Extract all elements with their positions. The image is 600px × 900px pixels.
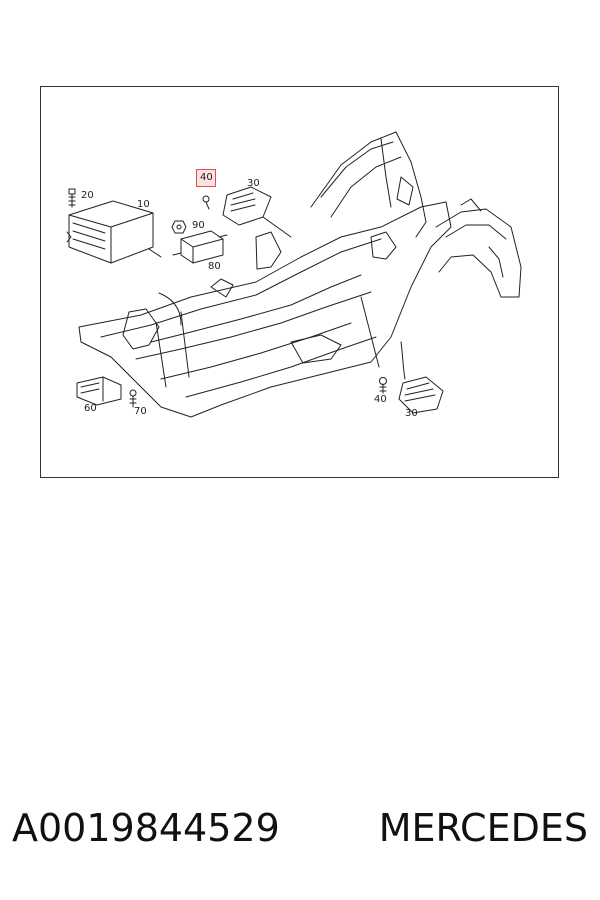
parts-diagram-frame: 20 10 40 30 90 80 60 70 40 30 xyxy=(40,86,559,478)
floor-pan-drawing xyxy=(78,201,452,418)
sensor-30-top-drawing xyxy=(222,186,292,238)
nut-90-drawing xyxy=(171,220,187,234)
footer-caption: A0019844529 MERCEDES xyxy=(0,806,600,850)
highlight-box-40 xyxy=(196,169,216,187)
screw-70-drawing xyxy=(129,389,137,408)
callout-30-top: 30 xyxy=(247,178,260,189)
callout-10: 10 xyxy=(137,199,150,210)
vehicle-floor-diagram xyxy=(66,131,522,418)
bolt-20-drawing xyxy=(68,188,76,208)
part-number: A0019844529 xyxy=(12,806,280,850)
screw-40-top-drawing xyxy=(202,195,210,210)
screw-40-bottom-drawing xyxy=(379,377,387,394)
callout-20: 20 xyxy=(81,190,94,201)
control-unit-10-drawing xyxy=(66,200,162,264)
callout-80: 80 xyxy=(208,261,221,272)
brand-name: MERCEDES xyxy=(378,806,588,850)
leader-line-10 xyxy=(158,292,182,326)
connector-60-drawing xyxy=(76,376,122,406)
callout-90: 90 xyxy=(192,220,205,231)
wheel-arch-drawing xyxy=(310,131,522,298)
callout-40-top: 40 xyxy=(200,172,213,183)
callout-30-bottom: 30 xyxy=(405,408,418,419)
callout-40-bottom: 40 xyxy=(374,394,387,405)
callout-60: 60 xyxy=(84,403,97,414)
callout-70: 70 xyxy=(134,406,147,417)
module-80-drawing xyxy=(172,230,228,264)
sensor-30-bottom-drawing xyxy=(398,341,444,414)
